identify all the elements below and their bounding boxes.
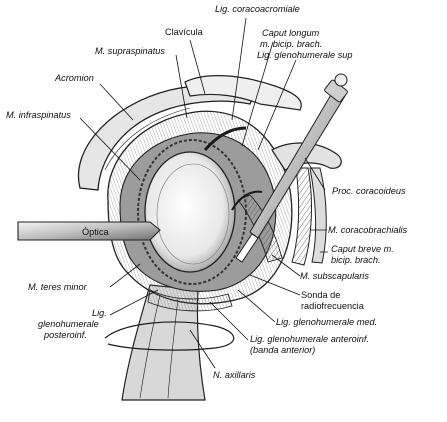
label-sonda-line1: Sonda de [301,290,340,300]
label-lig-gh-posteroinf-line2: glenohumerale [38,319,99,329]
label-acromion: Acromion [54,73,94,83]
label-m-teres-minor: M. teres minor [28,282,88,292]
coracobrachialis [291,167,312,266]
short-head-biceps [309,167,327,264]
anatomy-drawing [17,73,348,401]
label-clavicula: Clavícula [165,27,204,37]
label-caput-longum-line2: m. bicip. brach. [260,39,322,49]
labels: Lig. coracoacromiale Clavícula Caput lon… [6,4,408,380]
label-lig-gh-med: Lig. glenohumerale med. [276,317,377,327]
label-lig-gh-anteroinf-line2: (banda anterior) [250,345,315,355]
label-proc-coracoideus: Proc. coracoideus [332,186,406,196]
label-m-subscapularis: M. subscapularis [300,271,369,281]
radiofrequency-probe [235,73,348,263]
humerus-shaft [121,284,206,401]
leader-lines [79,17,328,369]
label-lig-coracoacromiale: Lig. coracoacromiale [215,4,300,14]
label-m-supraspinatus: M. supraspinatus [95,46,165,56]
label-m-coracobrachialis: M. coracobrachialis [328,225,408,235]
label-n-axillaris: N. axillaris [213,370,256,380]
label-lig-gh-posteroinf-line1: Lig. [92,308,107,318]
long-head-biceps-tendon [203,126,247,151]
axillary-nerve [104,321,235,351]
label-lig-glenohumerale-sup: Lig. glenohumerale sup [257,50,353,60]
label-lig-gh-posteroinf-line3: posteroinf. [43,330,87,340]
inferior-ligaments [147,289,233,312]
label-optica: Óptica [82,227,109,237]
label-m-infraspinatus: M. infraspinatus [6,110,71,120]
label-caput-breve-line2: bicip. brach. [331,255,381,265]
label-caput-breve-line1: Caput breve m. [331,244,394,254]
label-lig-gh-anteroinf-line1: Lig. glenohumerale anteroinf. [250,334,369,344]
label-caput-longum-line1: Caput longum [262,28,320,38]
glenoid-fossa [144,151,236,273]
label-sonda-line2: radiofrecuencia [301,301,365,311]
clavicle-bone [184,75,302,111]
optica-scope [17,221,161,241]
